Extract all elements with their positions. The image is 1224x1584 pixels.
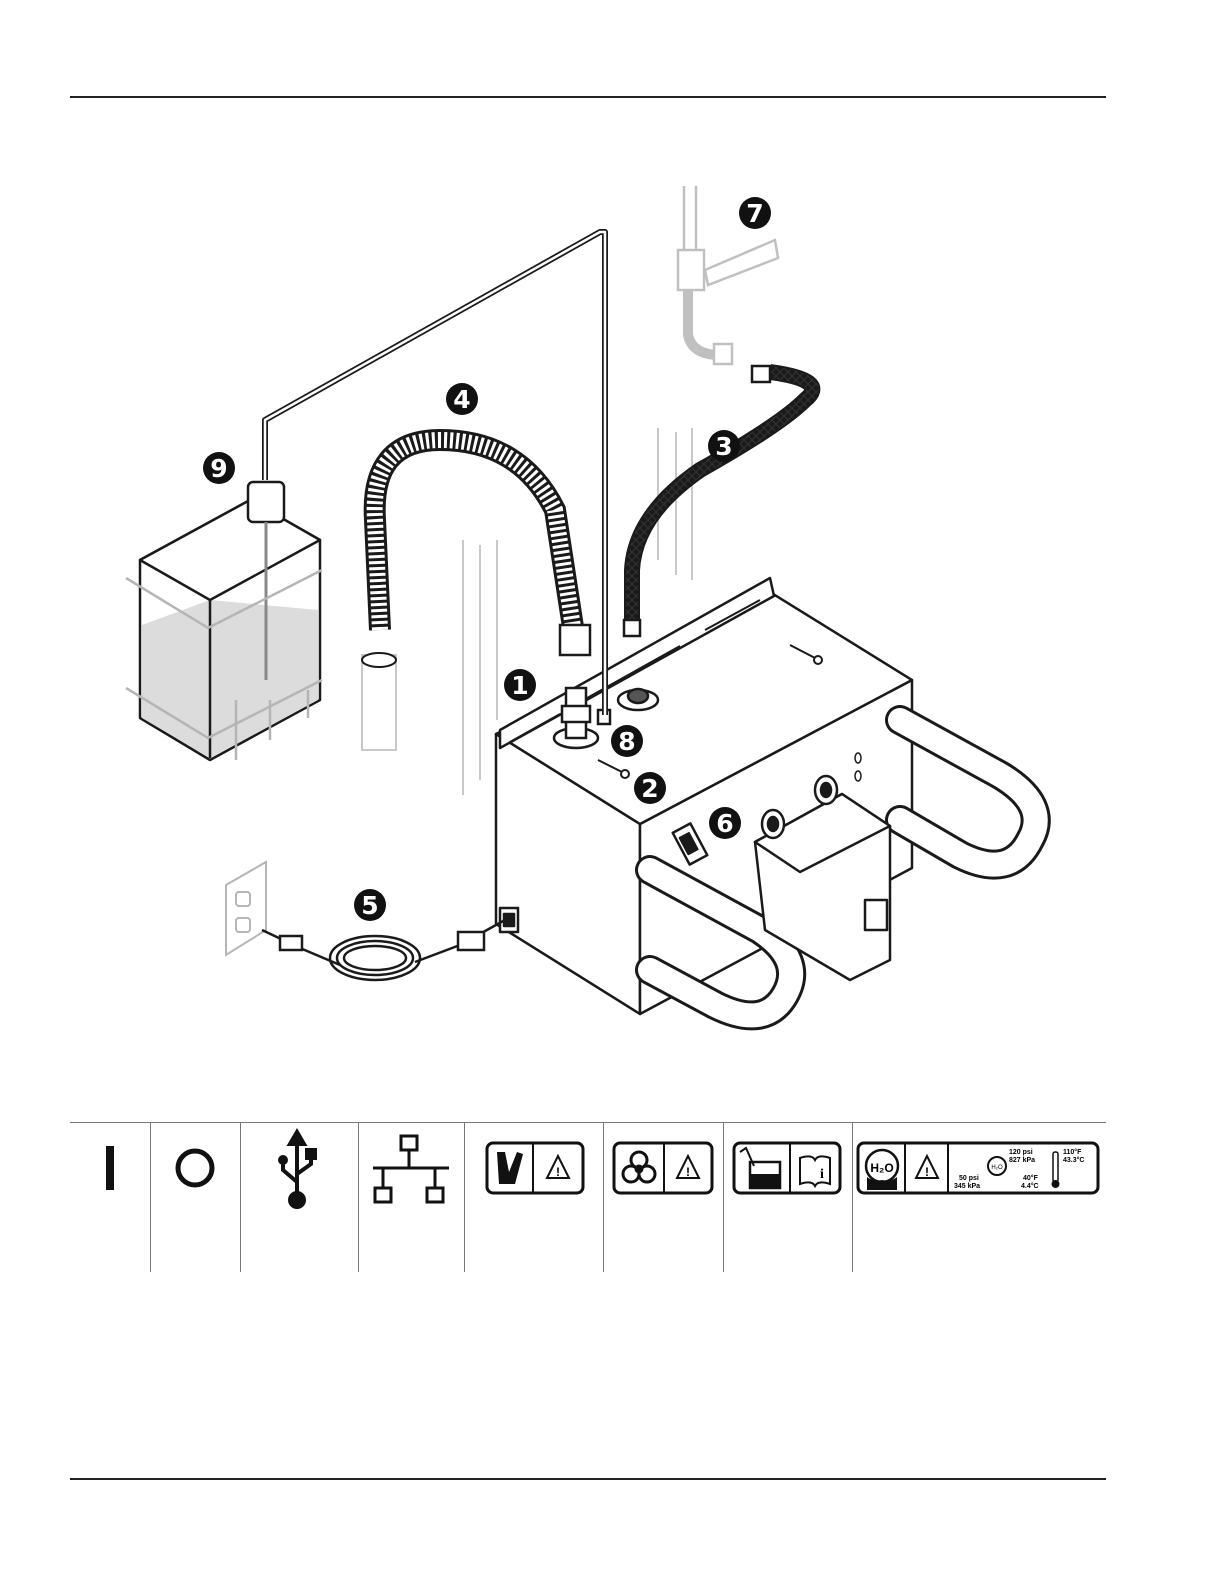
power-on-icon [70,1122,150,1202]
water-label: H₂O [870,1161,893,1175]
pressure-max-psi: 120 psi [1009,1149,1033,1156]
svg-text:!: ! [686,1165,690,1179]
callout-4: 4 [446,383,478,415]
legend-cell-pinch-hazard: ! [465,1122,603,1272]
water-supply-requirements-icon: H₂O ! H₂O 120 psi 827 kPa 50 psi 345 kPa… [853,1122,1106,1222]
pressure-min-kpa: 345 kPa [954,1183,980,1190]
svg-text:8: 8 [618,727,635,756]
biohazard-warning-icon: ! [604,1122,723,1222]
callout-9: 9 [203,452,235,484]
callout-7: 7 [739,197,771,229]
power-off-icon [151,1122,240,1202]
callout-6: 6 [709,807,741,839]
legend-cell-chemical-manual: i [724,1122,852,1272]
installation-diagram: 1 2 3 4 5 6 7 8 9 [0,0,1224,1100]
callout-5: 5 [354,889,386,921]
pressure-max-kpa: 827 kPa [1009,1157,1035,1164]
svg-text:i: i [820,1167,824,1182]
svg-text:7: 7 [746,199,763,228]
svg-text:6: 6 [716,809,733,838]
legend-cell-water-requirements: H₂O ! H₂O 120 psi 827 kPa 50 psi 345 kPa… [853,1122,1106,1272]
legend-cell-network [359,1122,464,1272]
legend-cell-usb [241,1122,358,1272]
temp-max-c: 43.3°C [1063,1156,1084,1164]
callout-8: 8 [611,725,643,757]
pinch-hazard-warning-icon: ! [465,1122,603,1222]
usb-icon [241,1122,358,1222]
symbol-legend: ! ! i [70,1122,1106,1272]
legend-cell-power-off [151,1122,240,1272]
svg-text:9: 9 [210,454,227,483]
wall-outlet [226,862,266,955]
callout-2: 2 [634,772,666,804]
power-cord [262,920,505,980]
temp-max-f: 110°F [1063,1148,1082,1156]
legend-cell-power-on [70,1122,150,1272]
svg-text:1: 1 [511,671,528,700]
callout-3: 3 [708,430,740,462]
svg-text:2: 2 [641,774,658,803]
temp-min-f: 40°F [1023,1174,1039,1182]
chemical-read-manual-icon: i [724,1122,852,1222]
svg-text:4: 4 [453,385,470,414]
callout-1: 1 [504,669,536,701]
temp-min-c: 4.4°C [1021,1182,1039,1190]
legend-cell-biohazard: ! [604,1122,723,1272]
drain-pipe [362,653,396,750]
svg-text:!: ! [925,1165,929,1179]
network-icon [359,1122,464,1222]
svg-text:!: ! [556,1165,560,1179]
gauge-water-label: H₂O [991,1165,1003,1171]
svg-text:5: 5 [361,891,378,920]
pressure-min-psi: 50 psi [959,1175,979,1182]
water-supply-hose [624,366,812,636]
svg-text:3: 3 [715,432,732,461]
bottom-rule [70,1478,1106,1480]
drain-hose [375,440,590,655]
chemical-jug [140,482,320,760]
